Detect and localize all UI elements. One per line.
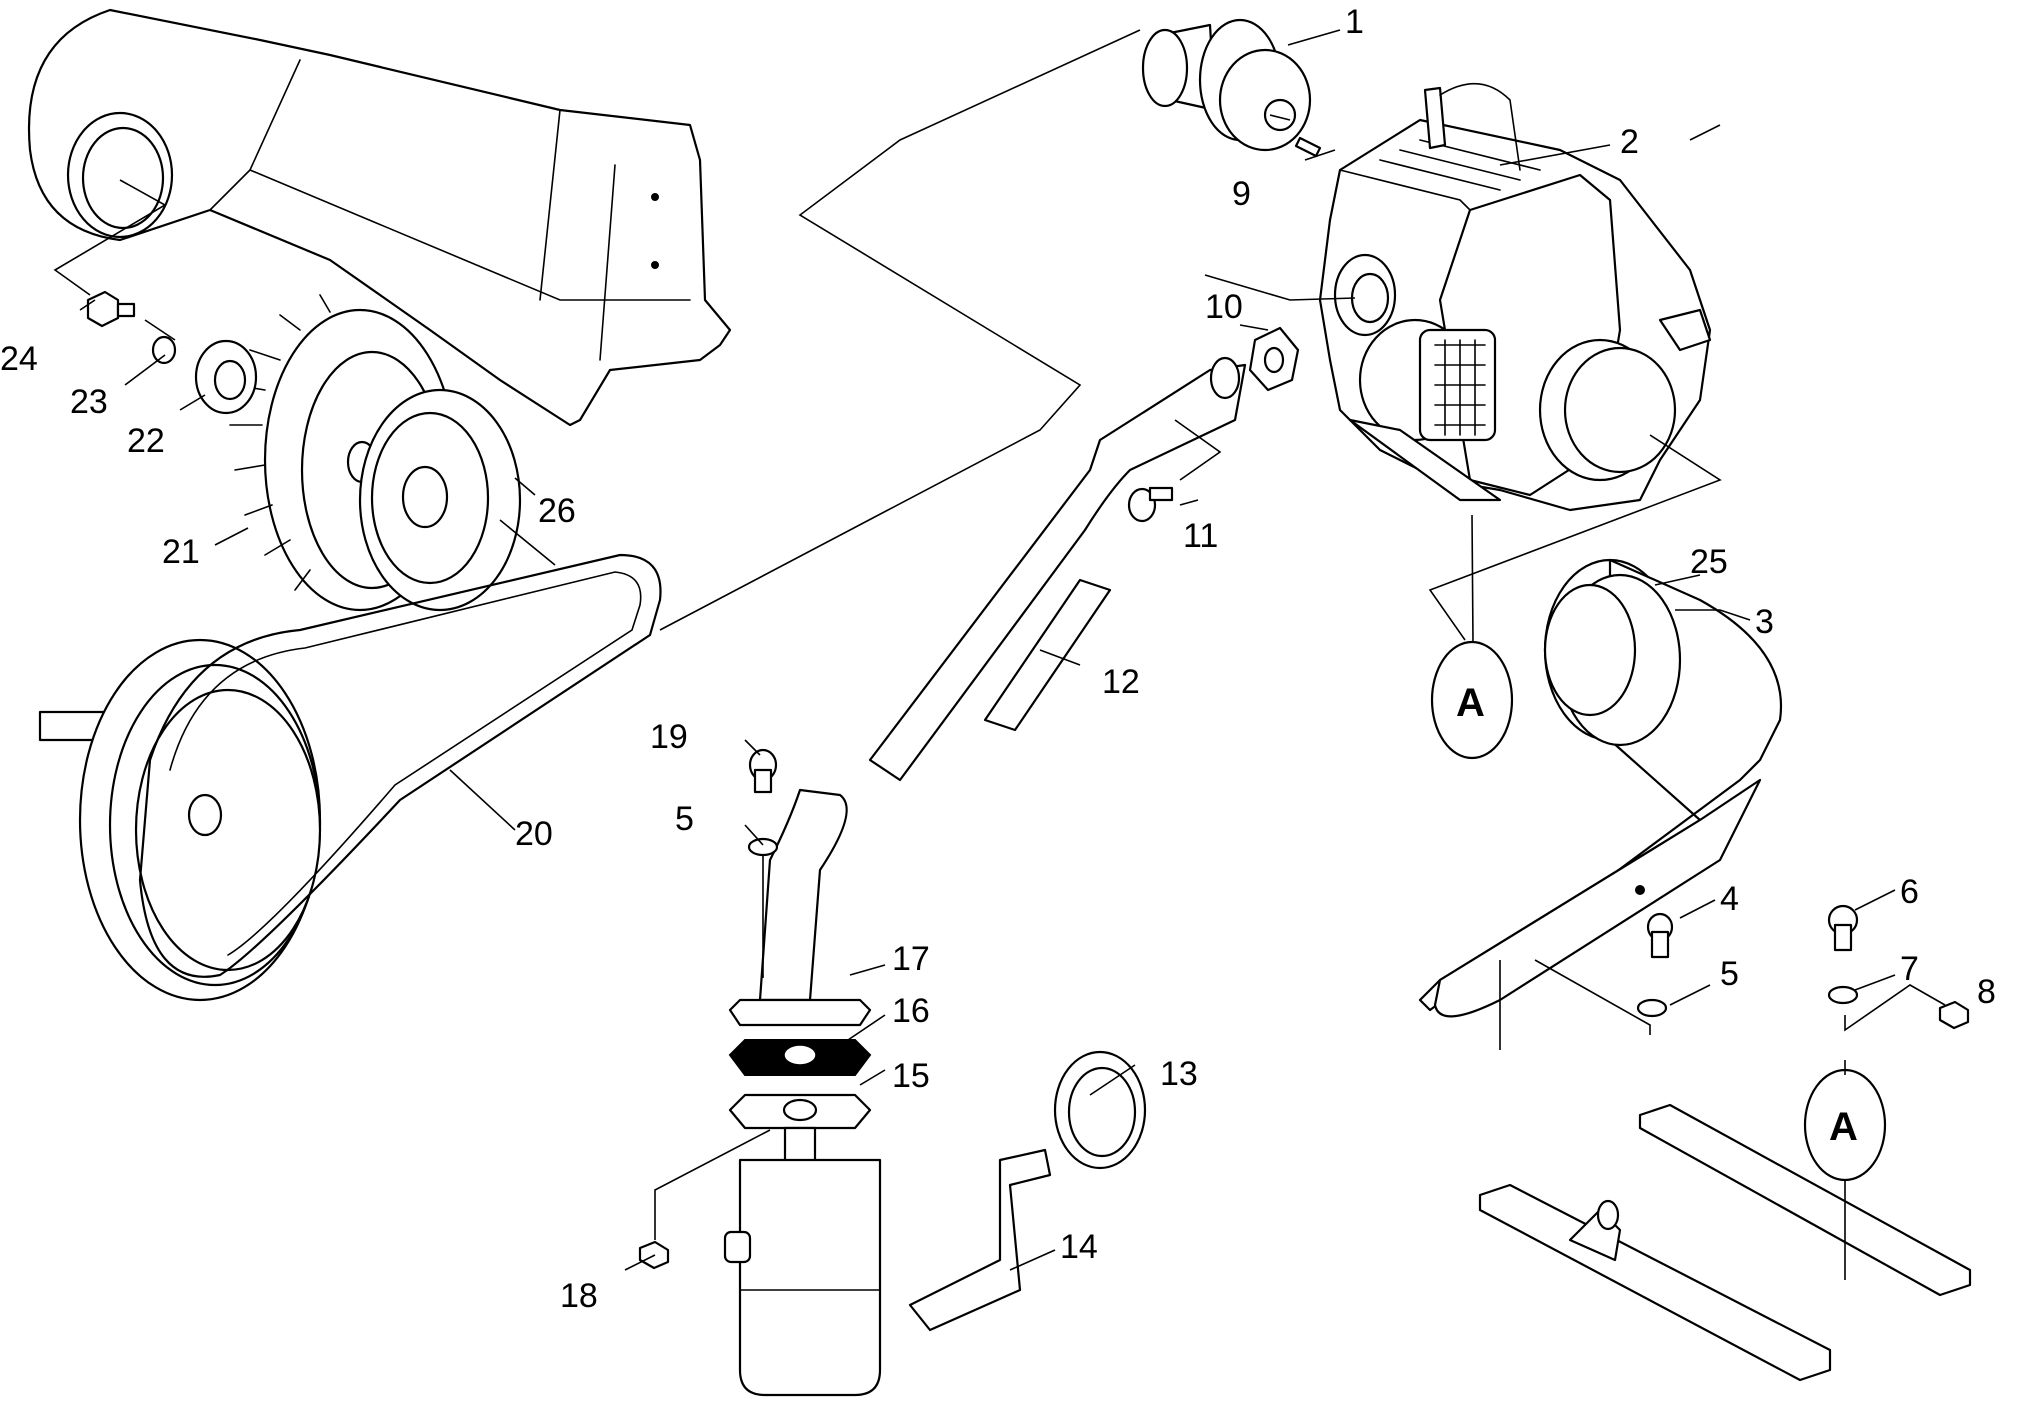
bolt-24	[86, 290, 136, 328]
v-belt	[138, 553, 662, 978]
part-label-4: 4	[1720, 880, 1739, 918]
exhaust-pipe	[728, 356, 1247, 1027]
part-label-13: 13	[1160, 1055, 1198, 1093]
bolt-4	[1646, 912, 1674, 959]
motor-coupling	[1141, 18, 1312, 152]
part-labels: 1 2 3 4 5 6 7 8 9 10 11 12 13 14 15 16 1…	[0, 3, 1996, 1315]
engine	[1318, 82, 1712, 512]
reference-label-a-bottom: A	[1829, 1105, 1858, 1149]
reference-label-a-top: A	[1456, 681, 1485, 725]
part-label-3: 3	[1755, 603, 1774, 641]
key-9	[1294, 136, 1322, 158]
recoil-starter	[1538, 308, 1712, 482]
part-label-16: 16	[892, 992, 930, 1030]
part-label-21: 21	[162, 533, 200, 571]
part-label-12: 12	[1102, 663, 1140, 701]
washer-5-left	[747, 837, 779, 857]
part-label-19: 19	[650, 718, 688, 756]
part-label-22: 22	[127, 422, 165, 460]
bearing-22	[194, 339, 258, 415]
part-label-23: 23	[70, 383, 108, 421]
part-label-9: 9	[1232, 175, 1251, 213]
bolt-6	[1827, 904, 1859, 952]
part-label-14: 14	[1060, 1228, 1098, 1266]
reference-marker-a-top	[1430, 640, 1514, 760]
pipe-sleeve-12	[983, 578, 1112, 732]
part-label-5-right: 5	[1720, 955, 1739, 993]
part-label-25: 25	[1690, 543, 1728, 581]
part-label-6: 6	[1900, 873, 1919, 911]
washer-5-right	[1636, 998, 1668, 1018]
bolt-19	[748, 748, 778, 794]
part-label-20: 20	[515, 815, 553, 853]
bolt-11	[1127, 486, 1174, 523]
part-label-17: 17	[892, 940, 930, 978]
part-label-1: 1	[1345, 3, 1364, 41]
part-label-26: 26	[538, 492, 576, 530]
gasket-16	[728, 1039, 872, 1076]
nut-8	[1938, 1000, 1970, 1030]
part-label-10: 10	[1205, 288, 1243, 326]
large-pulley	[38, 638, 322, 1002]
washer-7	[1827, 985, 1859, 1005]
part-label-5-left: 5	[675, 800, 694, 838]
housing-frame	[27, 8, 732, 427]
leader-lines	[53, 29, 1946, 1280]
bracket-14	[908, 1148, 1052, 1332]
part-label-7: 7	[1900, 950, 1919, 988]
washer-23	[151, 335, 177, 365]
part-label-15: 15	[892, 1057, 930, 1095]
mounting-rails	[1478, 1103, 1972, 1382]
drive-pulley	[358, 388, 522, 612]
part-label-18: 18	[560, 1277, 598, 1315]
air-filter-housing	[1358, 318, 1497, 442]
part-label-2: 2	[1620, 123, 1639, 161]
clamp-25	[1543, 583, 1637, 717]
flange-15	[728, 1093, 872, 1130]
part-label-8: 8	[1977, 973, 1996, 1011]
seal-ring-13	[1053, 1050, 1147, 1170]
muffler	[723, 1126, 882, 1397]
gasket-10	[1248, 326, 1300, 392]
part-label-11: 11	[1183, 517, 1218, 555]
part-label-24: 24	[0, 340, 38, 378]
